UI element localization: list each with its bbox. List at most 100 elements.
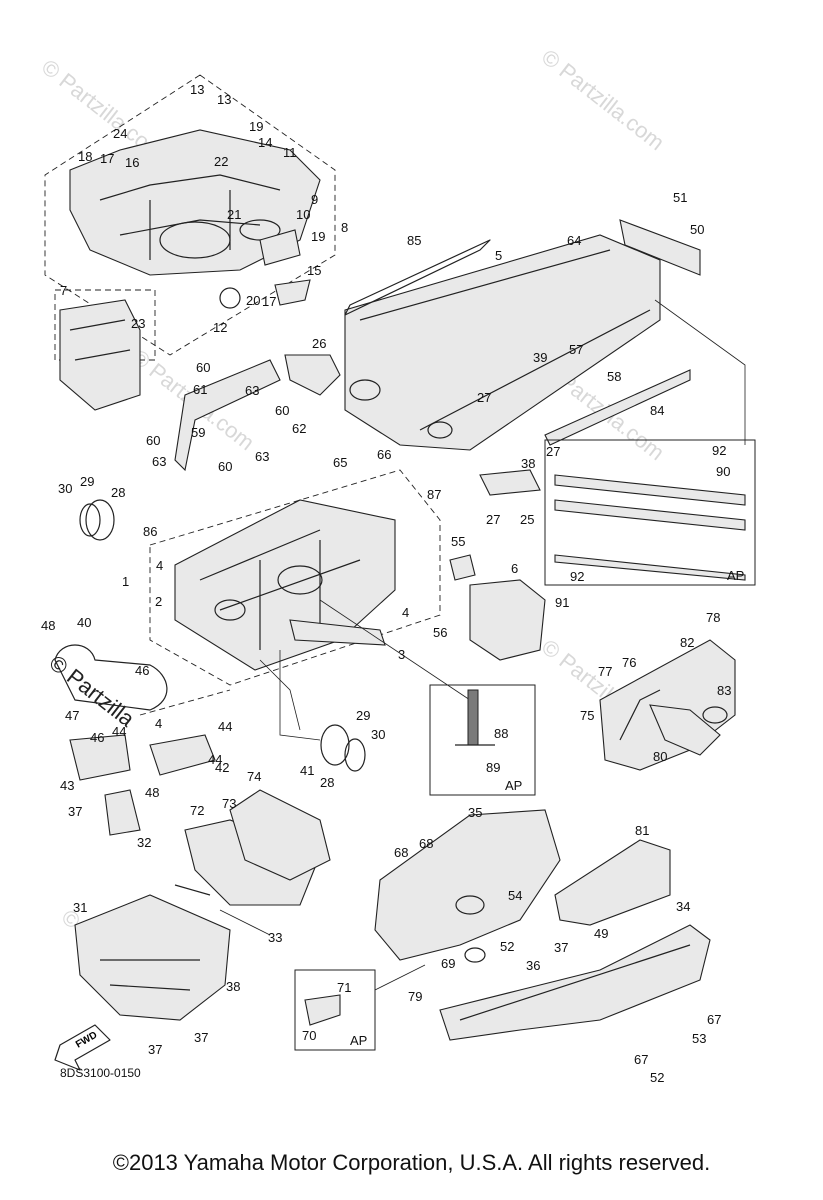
callout-number: 3 [398, 647, 405, 662]
callout-number: 80 [653, 749, 667, 764]
callout-number: 44 [208, 752, 222, 767]
callout-number: 25 [520, 512, 534, 527]
callout-number: 88 [494, 726, 508, 741]
callout-number: 33 [268, 930, 282, 945]
callout-number: 50 [690, 222, 704, 237]
callout-number: 13 [217, 92, 231, 107]
callout-number: 62 [292, 421, 306, 436]
callout-number: 92 [570, 569, 584, 584]
callout-number: 67 [707, 1012, 721, 1027]
callout-number: 29 [80, 474, 94, 489]
callout-number: 5 [495, 248, 502, 263]
tunnel-assembly [344, 219, 756, 586]
ap-label: AP [727, 568, 744, 583]
callout-number: 36 [526, 958, 540, 973]
callout-number: 37 [68, 804, 82, 819]
callout-number: 58 [607, 369, 621, 384]
callout-number: 15 [307, 263, 321, 278]
callout-number: 21 [227, 207, 241, 222]
callout-number: 38 [226, 979, 240, 994]
callout-number: 28 [320, 775, 334, 790]
callout-number: 44 [112, 724, 126, 739]
callout-number: 49 [594, 926, 608, 941]
callout-number: 37 [554, 940, 568, 955]
callout-number: 91 [555, 595, 569, 610]
callout-number: 31 [73, 900, 87, 915]
callout-number: 2 [155, 594, 162, 609]
callout-number: 32 [137, 835, 151, 850]
callout-number: 67 [634, 1052, 648, 1067]
callout-number: 4 [156, 558, 163, 573]
callout-number: 17 [262, 294, 276, 309]
callout-number: 52 [650, 1070, 664, 1085]
callout-number: 90 [716, 464, 730, 479]
callout-number: 60 [218, 459, 232, 474]
fwd-arrow: FWD [54, 1024, 111, 1071]
callout-number: 70 [302, 1028, 316, 1043]
callout-number: 60 [275, 403, 289, 418]
callout-number: 57 [569, 342, 583, 357]
callout-number: 69 [441, 956, 455, 971]
watermark-text: © Partzilla.com [537, 44, 669, 155]
center-frame-assembly [79, 354, 546, 796]
callout-number: 18 [78, 149, 92, 164]
callout-number: 68 [419, 836, 433, 851]
callout-number: 28 [111, 485, 125, 500]
callout-number: 56 [433, 625, 447, 640]
callout-number: 16 [125, 155, 139, 170]
callout-number: 55 [451, 534, 465, 549]
callout-number: 68 [394, 845, 408, 860]
callout-number: 27 [546, 444, 560, 459]
callout-number: 75 [580, 708, 594, 723]
callout-number: 14 [258, 135, 272, 150]
right-side-panel [599, 639, 736, 771]
callout-number: 30 [58, 481, 72, 496]
callout-number: 39 [533, 350, 547, 365]
callout-number: 4 [402, 605, 409, 620]
upper-frame-assembly [44, 74, 336, 411]
callout-number: 44 [218, 719, 232, 734]
callout-number: 74 [247, 769, 261, 784]
callout-number: 71 [337, 980, 351, 995]
callout-number: 76 [622, 655, 636, 670]
callout-number: 30 [371, 727, 385, 742]
callout-number: 35 [468, 805, 482, 820]
callout-number: 9 [311, 192, 318, 207]
callout-number: 41 [300, 763, 314, 778]
callout-number: 85 [407, 233, 421, 248]
callout-number: 61 [193, 382, 207, 397]
callout-number: 22 [214, 154, 228, 169]
callout-number: 59 [191, 425, 205, 440]
callout-number: 89 [486, 760, 500, 775]
callout-number: 65 [333, 455, 347, 470]
lower-belly-panels [294, 809, 711, 1051]
callout-number: 63 [152, 454, 166, 469]
callout-number: 26 [312, 336, 326, 351]
callout-number: 46 [90, 730, 104, 745]
callout-number: 73 [222, 796, 236, 811]
callout-number: 43 [60, 778, 74, 793]
callout-number: 1 [122, 574, 129, 589]
callout-number: 7 [60, 283, 67, 298]
callout-number: 19 [249, 119, 263, 134]
callout-number: 87 [427, 487, 441, 502]
callout-number: 63 [255, 449, 269, 464]
callout-number: 54 [508, 888, 522, 903]
callout-number: 8 [341, 220, 348, 235]
callout-number: 72 [190, 803, 204, 818]
callout-number: 37 [148, 1042, 162, 1057]
callout-number: 11 [283, 145, 297, 160]
callout-number: 38 [521, 456, 535, 471]
callout-number: 83 [717, 683, 731, 698]
callout-number: 51 [673, 190, 687, 205]
callout-number: 29 [356, 708, 370, 723]
ap-label: AP [350, 1033, 367, 1048]
drawing-code: 8DS3100-0150 [60, 1066, 141, 1080]
copyright-footer: ©2013 Yamaha Motor Corporation, U.S.A. A… [112, 1150, 711, 1175]
callout-number: 48 [41, 618, 55, 633]
callout-number: 6 [511, 561, 518, 576]
parts-diagram: © Partzilla.com © Partzilla.com © Partzi… [37, 44, 756, 1085]
callout-number: 40 [77, 615, 91, 630]
fwd-label: FWD [74, 1030, 99, 1051]
callout-number: 77 [598, 664, 612, 679]
